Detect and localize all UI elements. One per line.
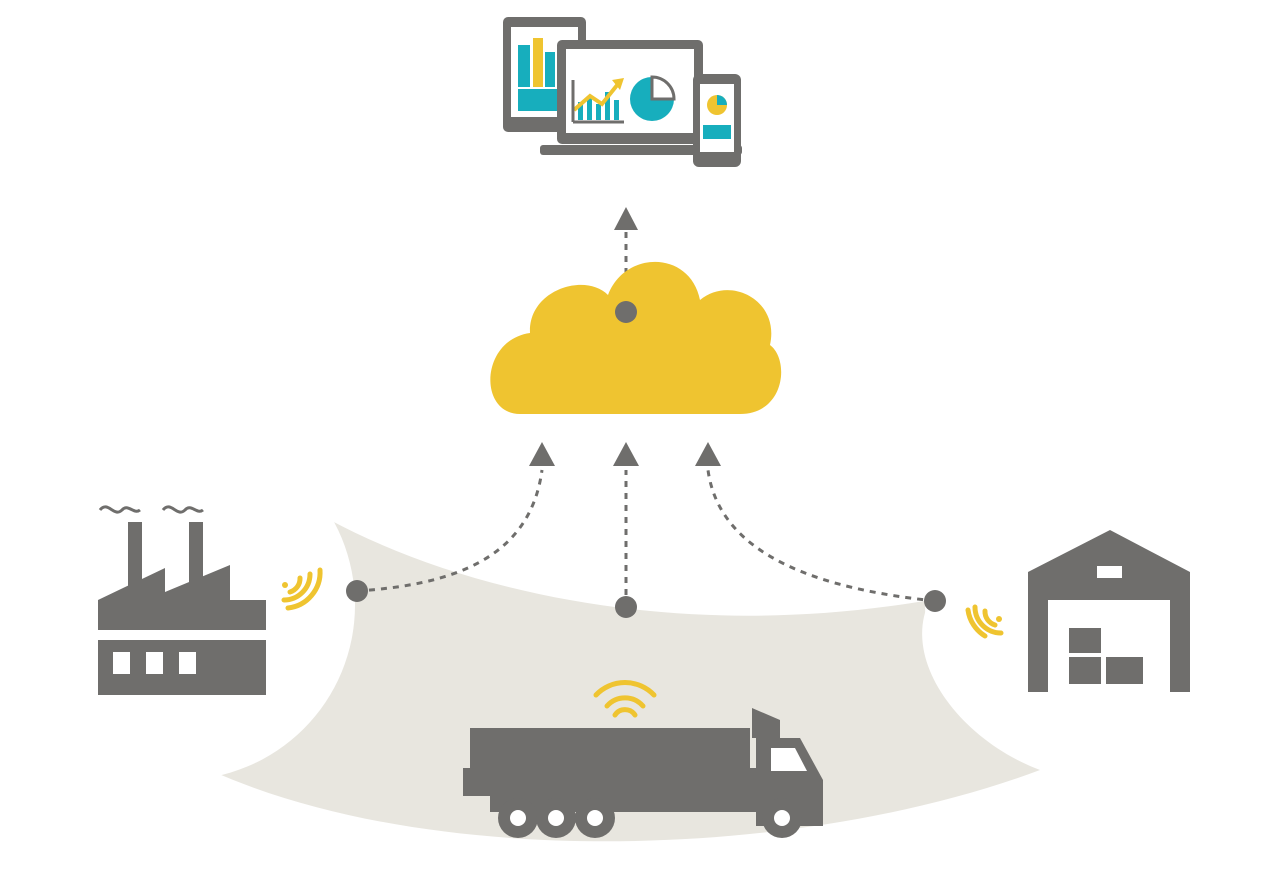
cloud-hub-dot — [615, 301, 637, 323]
warehouse-building — [1028, 530, 1190, 692]
warehouse-vent — [1097, 566, 1122, 578]
connection-dots — [346, 580, 946, 618]
warehouse-icon — [1028, 530, 1190, 692]
wifi-icon — [593, 680, 657, 718]
line-chart-icon — [571, 78, 624, 124]
devices-icon — [503, 17, 742, 167]
arrow-factory-to-cloud — [529, 442, 555, 466]
factory-chimney — [189, 522, 203, 582]
phone-pie-slice — [717, 95, 727, 105]
factory-window — [113, 652, 130, 674]
tablet-panel — [518, 89, 558, 111]
cloud-icon — [490, 261, 782, 414]
warehouse-to-cloud-line — [706, 469, 936, 603]
cloud-shape — [490, 261, 782, 414]
arrow-warehouse-to-cloud — [695, 442, 721, 466]
phone-screen — [700, 84, 734, 152]
truck-wheels — [498, 798, 802, 838]
warehouse-crate — [1069, 657, 1101, 684]
warehouse-crate — [1069, 628, 1101, 653]
arrowheads — [529, 207, 721, 466]
wifi-icon — [965, 604, 1004, 639]
truck-window — [771, 748, 807, 771]
smoke — [161, 505, 204, 514]
truck-connection-dot — [615, 596, 637, 618]
factory-window — [179, 652, 196, 674]
arrow-truck-to-cloud — [613, 442, 639, 466]
factory-band — [98, 630, 266, 640]
truck-icon — [463, 708, 823, 838]
factory-chimney — [128, 522, 142, 592]
truck-trailer-base — [463, 768, 756, 796]
arrow-to-devices — [614, 207, 638, 230]
smoke — [98, 505, 141, 514]
wifi-icon — [281, 567, 323, 611]
phone-panel — [703, 125, 731, 139]
tablet-bar — [533, 38, 543, 87]
tablet-bar — [518, 45, 530, 87]
tablet-bar — [545, 52, 555, 87]
monitor-stand — [540, 145, 742, 155]
monitor-screen — [566, 49, 694, 133]
warehouse-connection-dot — [924, 590, 946, 612]
truck-fairing — [752, 708, 780, 738]
pie-chart-icon — [630, 75, 676, 121]
factory-connection-dot — [346, 580, 368, 602]
factory-icon — [98, 505, 266, 695]
warehouse-crate — [1106, 657, 1143, 684]
factory-window — [146, 652, 163, 674]
truck-trailer — [470, 728, 750, 770]
